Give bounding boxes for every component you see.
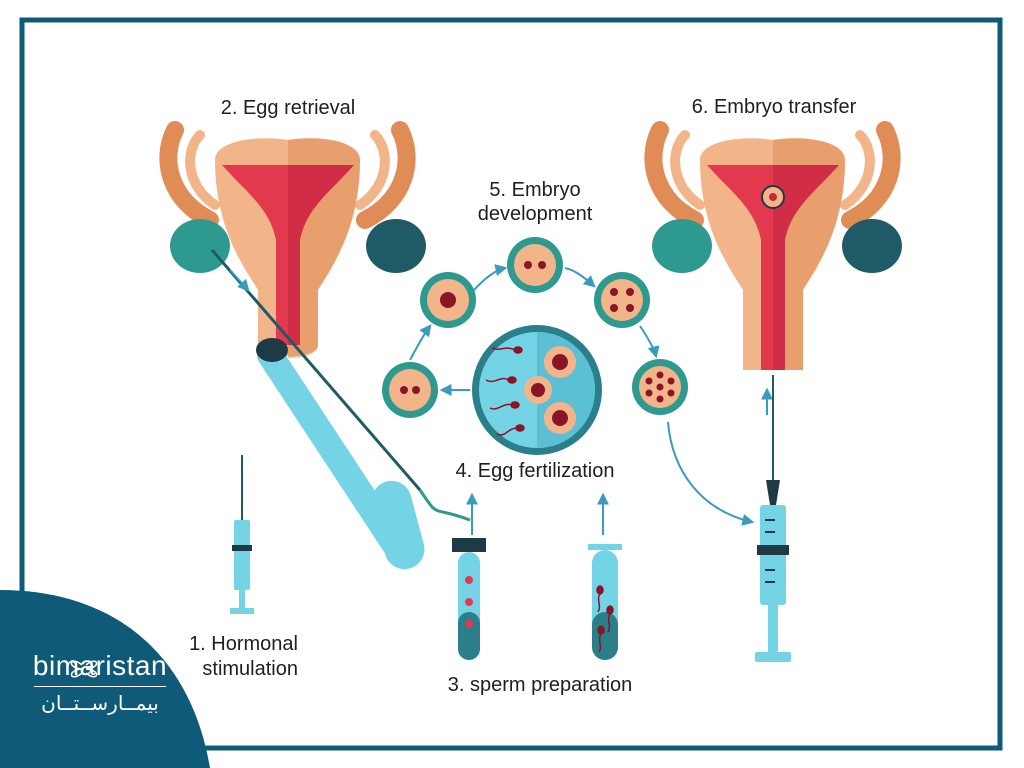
egg-retrieval-label: 2. Egg retrieval (220, 97, 356, 119)
hormonal-stimulation-label-2: stimulation (202, 658, 298, 680)
butterfly-icon (70, 660, 98, 678)
development-arrows (409, 264, 773, 535)
brand-corner (0, 590, 210, 768)
retrieval-arrow (229, 269, 250, 292)
brand-divider (34, 686, 166, 687)
cell-stage-4 (594, 272, 650, 328)
zygote-cell (382, 362, 438, 418)
fertilization-dish (472, 325, 602, 455)
test-tube-sperm (588, 544, 622, 660)
cell-stage-2 (507, 237, 563, 293)
hormone-syringe (230, 455, 254, 614)
transfer-syringe (755, 375, 791, 662)
brand-name-latin: bimaristan (32, 650, 168, 681)
egg-fertilization-label: 4. Egg fertilization (455, 460, 615, 482)
embryo-development-label-1: 5. Embryo (489, 179, 581, 201)
embryo-transfer-label: 6. Embryo transfer (691, 96, 857, 118)
sperm-preparation-label: 3. sperm preparation (447, 674, 633, 696)
test-tube-eggs (452, 538, 486, 660)
brand-logo: bimaristan بيمــارســتــان (20, 650, 180, 715)
cell-stage-8 (632, 359, 688, 415)
uterus-right (644, 121, 902, 370)
hormonal-stimulation-label-1: 1. Hormonal (189, 633, 298, 655)
cell-stage-1 (420, 272, 476, 328)
uterus-left (159, 121, 426, 358)
brand-name-arabic: بيمــارســتــان (41, 691, 159, 715)
embryo-development-label-2: development (477, 203, 593, 225)
ultrasound-probe (210, 249, 471, 570)
